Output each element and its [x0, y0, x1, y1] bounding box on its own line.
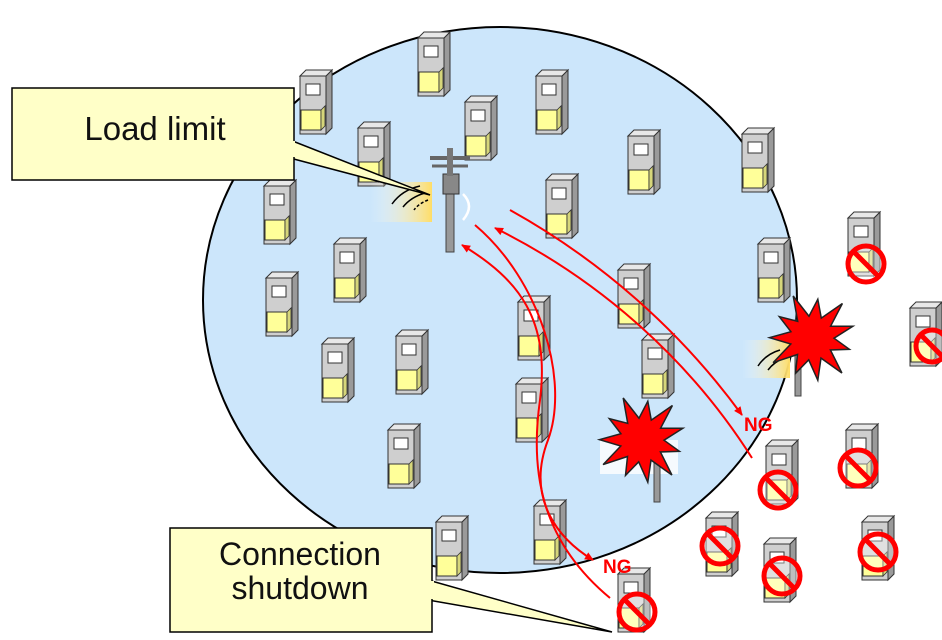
prohibited-icon: [757, 469, 799, 511]
ng-label: NG: [744, 415, 773, 436]
arrow-2: [494, 227, 753, 459]
meter-unit-icon: [298, 68, 334, 136]
devices-out-of-coverage: [616, 210, 942, 634]
meter-unit-icon: [544, 172, 580, 240]
prohibited-icon: [857, 531, 899, 573]
meter-unit-icon: [756, 236, 792, 304]
connection-shutdown-line-1: Connection: [219, 536, 381, 572]
prohibited-icon: [616, 591, 658, 633]
devices-in-coverage: [262, 30, 792, 582]
meter-unit-icon: [532, 498, 568, 566]
failure-bursts: [596, 295, 856, 485]
connection-shutdown-label: Connection shutdown: [178, 536, 422, 606]
prohibited-icon: [913, 327, 942, 365]
meter-unit-icon: [264, 270, 300, 338]
connection-arrows: [461, 209, 753, 599]
prohibited-icon: [761, 555, 803, 597]
callout-connection-shutdown: [169, 527, 613, 633]
meter-unit-icon: [514, 376, 550, 444]
meter-unit-icon: [262, 178, 298, 246]
meter-unit-icon: [463, 94, 499, 162]
meter-unit-icon: [332, 236, 368, 304]
meter-unit-icon: [516, 294, 552, 362]
antenna-tower-icon: [370, 148, 471, 253]
explosion-burst-icon: [596, 397, 686, 485]
meter-unit-icon: [534, 68, 570, 136]
load-limit-label: Load limit: [84, 110, 226, 147]
arrow-4: [461, 244, 611, 599]
meter-unit-icon: [320, 336, 356, 404]
prohibited-icon: [845, 243, 887, 285]
arrow-3: [474, 224, 594, 561]
meter-unit-icon: [386, 422, 422, 490]
meter-unit-icon: [740, 126, 776, 194]
connection-shutdown-line-2: shutdown: [231, 569, 369, 606]
meter-unit-icon: [626, 128, 662, 196]
arrow-1: [509, 209, 743, 416]
prohibited-icon: [837, 447, 879, 489]
meter-unit-icon: [434, 514, 470, 582]
prohibited-icon: [699, 525, 741, 567]
explosion-burst-icon: [766, 295, 856, 383]
callout-load-limit: [11, 87, 431, 196]
meter-unit-icon: [416, 30, 452, 98]
ng-label: NG: [603, 557, 632, 578]
meter-unit-icon: [394, 328, 430, 396]
